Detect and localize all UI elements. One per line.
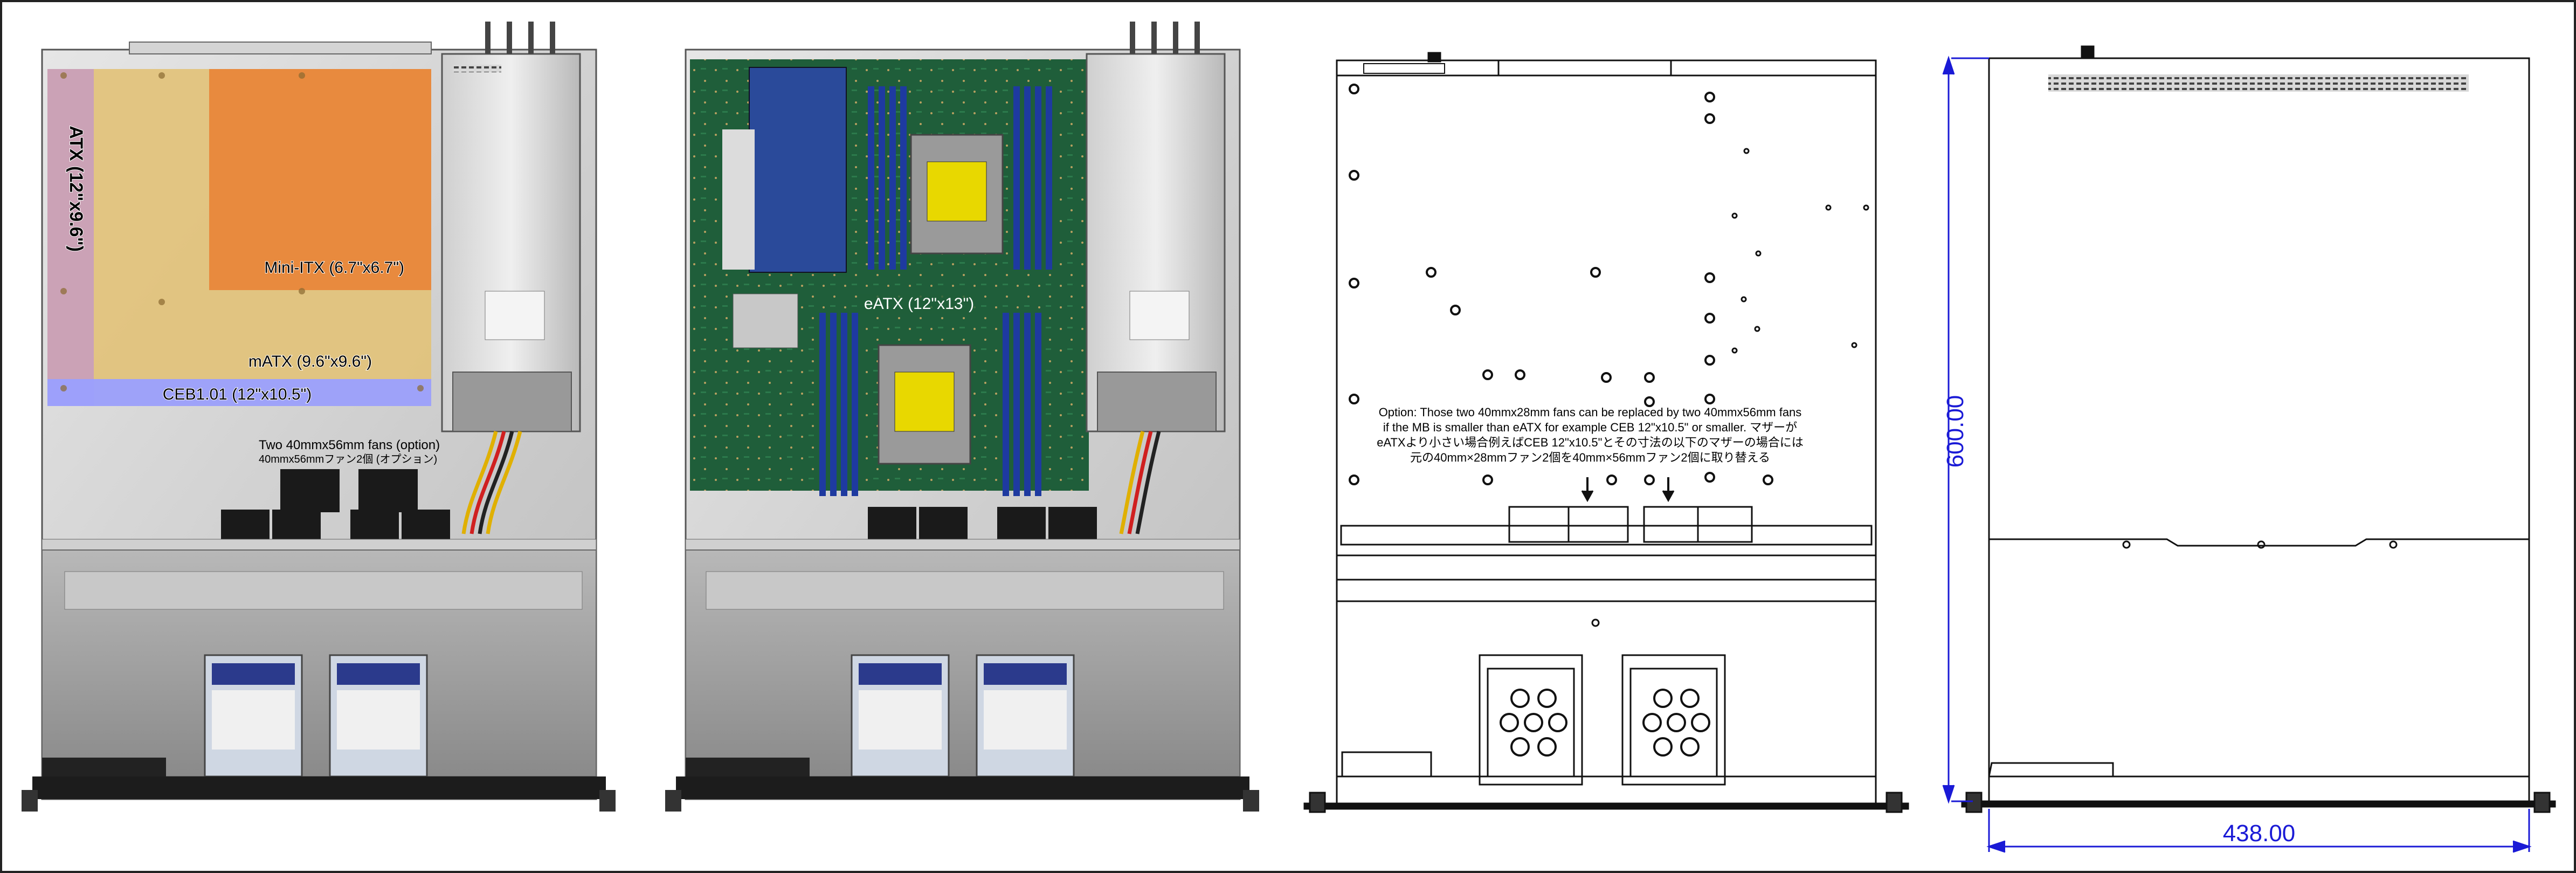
panel-3-note: Option: Those two 40mmx28mm fans can be …	[1377, 405, 1804, 464]
eatx-label: eATX (12"x13")	[864, 295, 974, 313]
chassis-outline-4	[1988, 57, 2530, 802]
hdd-2	[329, 654, 428, 778]
matx-label: mATX (9.6"x9.6")	[248, 353, 372, 370]
fans-2	[868, 507, 1097, 542]
panel-1-form-factors: ATX (12"x9.6") Mini-ITX (6.7"x6.7") mATX…	[22, 22, 616, 812]
panel-3-drawing	[1303, 52, 1909, 813]
ceb-label: CEB1.01 (12"x10.5")	[163, 386, 312, 403]
atx-area	[47, 69, 94, 406]
panel-2-eatx-board: eATX (12"x13")	[665, 22, 1259, 812]
cpu-socket-2	[878, 344, 971, 465]
ceb-area	[47, 379, 431, 406]
note-line-1: Option: Those two 40mmx28mm fans can be …	[1379, 405, 1802, 419]
fans-label-jp: 40mmx56mmファン2個 (オプション)	[259, 453, 437, 465]
note-line-4: 元の40mm×28mmファン2個を40mm×56mmファン2個に取り替える	[1410, 451, 1770, 464]
hdd-4	[976, 654, 1075, 778]
cpu-socket-1	[910, 134, 1004, 255]
dimension-lines	[1942, 56, 2532, 853]
fans-label-en: Two 40mmx56mm fans (option)	[259, 438, 440, 452]
front-bezel-1	[32, 776, 606, 799]
atx-label: ATX (12"x9.6")	[66, 126, 86, 252]
note-line-2: if the MB is smaller than eATX for examp…	[1383, 421, 1797, 434]
mini-itx-area	[209, 69, 431, 290]
panel-4-dimensions	[1961, 45, 2556, 813]
hdd-1	[204, 654, 303, 778]
front-bezel-2	[676, 776, 1249, 799]
mini-itx-label: Mini-ITX (6.7"x6.7")	[264, 259, 404, 277]
fans-1	[221, 469, 450, 545]
width-dimension: 438.00	[2223, 820, 2296, 847]
note-line-3: eATXより小さい場合例えばCEB 12"x10.5"とその寸法の以下のマザーの…	[1377, 436, 1804, 449]
hdd-3	[851, 654, 950, 778]
depth-dimension: 600.00	[1942, 395, 1969, 468]
